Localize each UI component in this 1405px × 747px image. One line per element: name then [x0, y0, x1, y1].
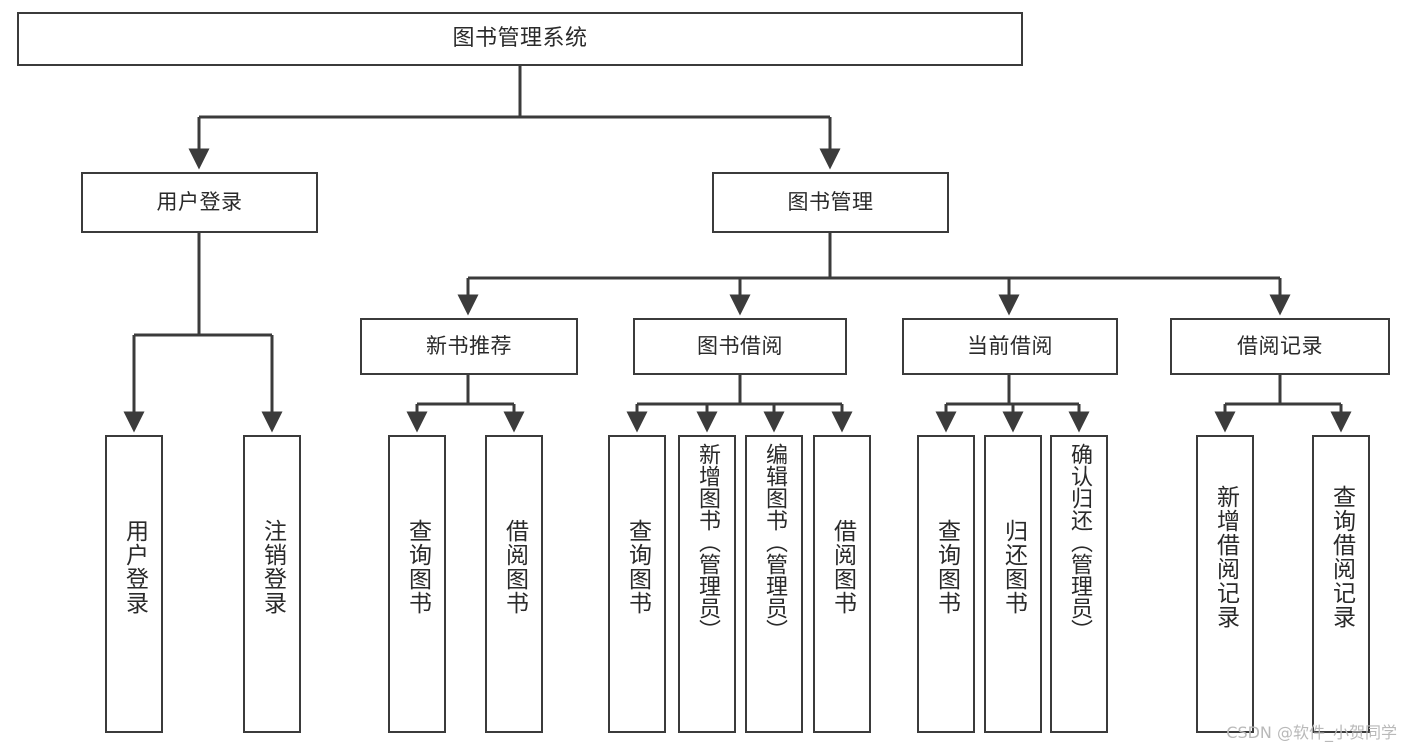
node-leaf-borrow-book-recommendation[interactable]: 借阅图书	[485, 435, 543, 733]
node-leaf-query-book-recommendation[interactable]: 查询图书	[388, 435, 446, 733]
node-leaf-borrow-book-borrowing[interactable]: 借阅图书	[813, 435, 871, 733]
node-label: 借阅图书	[501, 519, 528, 615]
node-leaf-logout[interactable]: 注销登录	[243, 435, 301, 733]
node-label: 新书推荐	[426, 334, 512, 359]
node-label: 查询图书	[624, 519, 651, 615]
node-label: 归还图书	[1000, 519, 1027, 615]
node-leaf-edit-book-admin[interactable]: 编辑图书（管理员）	[745, 435, 803, 733]
node-label: 新增图书（管理员）	[695, 443, 720, 641]
node-user-login[interactable]: 用户登录	[81, 172, 318, 233]
node-leaf-return-book[interactable]: 归还图书	[984, 435, 1042, 733]
node-label: 用户登录	[156, 190, 243, 215]
node-label: 新增借阅记录	[1212, 485, 1239, 629]
node-leaf-query-book-borrowing[interactable]: 查询图书	[608, 435, 666, 733]
node-label: 编辑图书（管理员）	[762, 443, 787, 641]
node-book-management[interactable]: 图书管理	[712, 172, 949, 233]
node-label: 查询图书	[933, 519, 960, 615]
node-label: 确认归还（管理员）	[1067, 443, 1092, 641]
node-leaf-add-book-admin[interactable]: 新增图书（管理员）	[678, 435, 736, 733]
node-leaf-confirm-return-admin[interactable]: 确认归还（管理员）	[1050, 435, 1108, 733]
node-borrow-records[interactable]: 借阅记录	[1170, 318, 1390, 375]
node-leaf-user-login[interactable]: 用户登录	[105, 435, 163, 733]
node-label: 当前借阅	[967, 334, 1053, 359]
node-leaf-query-book-current[interactable]: 查询图书	[917, 435, 975, 733]
node-label: 图书管理系统	[452, 26, 588, 52]
node-new-book-recommendation[interactable]: 新书推荐	[360, 318, 578, 375]
node-book-borrowing[interactable]: 图书借阅	[633, 318, 847, 375]
node-leaf-add-borrow-record[interactable]: 新增借阅记录	[1196, 435, 1254, 733]
node-label: 查询图书	[404, 519, 431, 615]
node-current-borrowing[interactable]: 当前借阅	[902, 318, 1118, 375]
node-root-book-management-system[interactable]: 图书管理系统	[17, 12, 1023, 66]
node-label: 查询借阅记录	[1328, 485, 1355, 629]
node-label: 借阅图书	[829, 519, 856, 615]
node-label: 用户登录	[121, 519, 148, 615]
node-leaf-query-borrow-record[interactable]: 查询借阅记录	[1312, 435, 1370, 733]
node-label: 图书管理	[787, 190, 874, 215]
csdn-watermark: CSDN @软件_小贺同学	[1226, 723, 1397, 742]
node-label: 注销登录	[259, 519, 286, 615]
node-label: 图书借阅	[697, 334, 783, 359]
node-label: 借阅记录	[1237, 334, 1323, 359]
